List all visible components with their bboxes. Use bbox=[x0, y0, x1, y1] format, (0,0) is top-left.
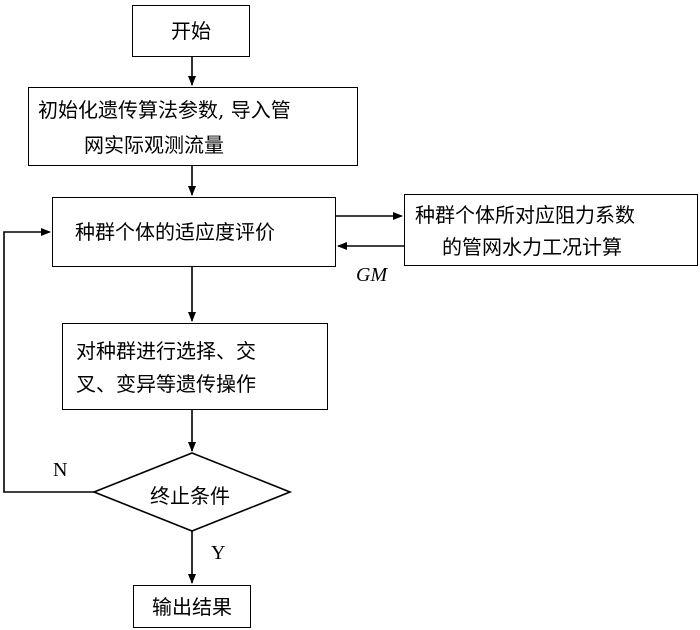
hydraulic-label-line1: 种群个体所对应阻力系数 bbox=[415, 203, 635, 227]
start-node: 开始 bbox=[132, 5, 250, 57]
operations-label-line2: 叉、变异等遗传操作 bbox=[76, 372, 256, 396]
fitness-label: 种群个体的适应度评价 bbox=[75, 220, 275, 244]
no-label: N bbox=[53, 459, 68, 481]
operations-label-line1: 对种群进行选择、交 bbox=[76, 339, 256, 363]
operations-node: 对种群进行选择、交 叉、变异等遗传操作 bbox=[62, 323, 328, 410]
gm-label: GM bbox=[356, 264, 388, 286]
yes-label: Y bbox=[211, 542, 226, 564]
init-node: 初始化遗传算法参数, 导入管 网实际观测流量 bbox=[28, 87, 358, 166]
terminate-label: 终止条件 bbox=[150, 484, 230, 508]
output-node: 输出结果 bbox=[133, 585, 251, 628]
init-label-line1: 初始化遗传算法参数, 导入管 bbox=[38, 98, 291, 122]
hydraulic-label-line2: 的管网水力工况计算 bbox=[442, 235, 622, 259]
hydraulic-node: 种群个体所对应阻力系数 的管网水力工况计算 bbox=[404, 194, 698, 266]
start-label: 开始 bbox=[171, 19, 211, 43]
output-label: 输出结果 bbox=[152, 594, 232, 619]
arrow-loop-no bbox=[3, 228, 94, 493]
init-label-line2: 网实际观测流量 bbox=[84, 133, 224, 157]
fitness-node: 种群个体的适应度评价 bbox=[52, 197, 336, 267]
